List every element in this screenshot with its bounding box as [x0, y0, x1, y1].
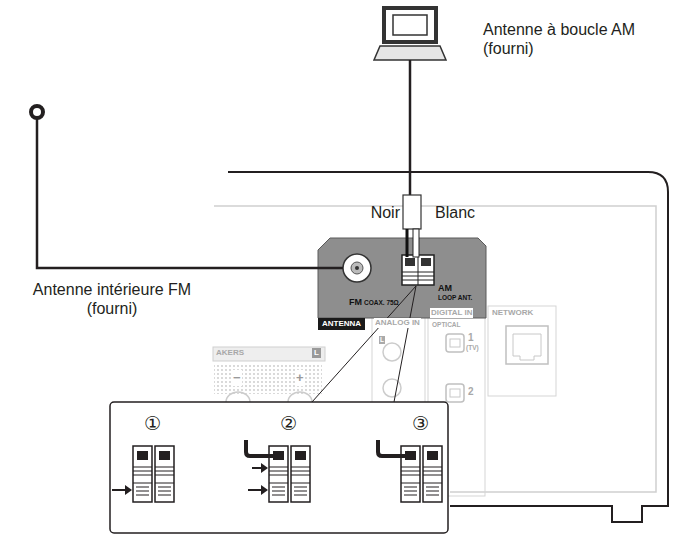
section-label: DIGITAL IN [430, 308, 473, 318]
port-number: 2 [468, 386, 474, 398]
fm-antenna-ring [31, 106, 43, 118]
optical-port [450, 339, 460, 347]
speaker-terminal [226, 392, 312, 402]
push-arrow [261, 485, 268, 495]
analog-jack [383, 343, 401, 361]
optical-port [446, 334, 464, 352]
antenna-wire [246, 440, 279, 456]
fm-antenna-cable [37, 119, 343, 268]
inset-box [110, 402, 448, 533]
push-arrow [125, 485, 132, 495]
callout-number: ① [144, 413, 161, 436]
black-wire [406, 229, 409, 257]
am-terminal [405, 258, 415, 266]
optical-port [450, 389, 460, 397]
wire-color: Noir [356, 203, 400, 222]
polarity-sign: − [232, 370, 242, 386]
push-arrow [112, 489, 126, 491]
am-loop-antenna [384, 8, 436, 42]
insert-arrow [261, 463, 268, 473]
port-number: 1 [468, 332, 474, 344]
white-wire [413, 229, 419, 257]
am-terminal [402, 255, 434, 285]
polarity-sign: + [295, 370, 305, 386]
optical-port [446, 384, 464, 402]
speaker-bar [213, 347, 325, 361]
antenna-panel [318, 238, 486, 318]
wire-color: Blanc [435, 203, 475, 222]
terminal-label: LOOP ANT. [438, 294, 472, 302]
fm-jack [355, 266, 359, 270]
insert-arrow [252, 467, 262, 469]
am-loop-stand [374, 46, 446, 60]
am-loop-antenna [393, 15, 427, 35]
section-label: AKERS [216, 348, 244, 358]
callout-number: ② [280, 413, 297, 436]
port-label: OPTICAL [432, 321, 461, 329]
jack-label: FM [349, 297, 362, 308]
callout-number: ③ [412, 413, 429, 436]
terminal-label: AM [438, 283, 452, 294]
push-arrow [248, 489, 262, 491]
section-label: NETWORK [492, 308, 533, 318]
antenna-name: Antenne intérieure FM (fourni) [12, 280, 212, 318]
channel-badge: L [312, 348, 321, 358]
am-antenna-cable [409, 60, 412, 196]
fm-jack [351, 262, 363, 274]
speaker-terminal-area [214, 364, 322, 394]
port-label: (TV) [466, 344, 479, 352]
am-terminal [421, 258, 431, 266]
jack-label: COAX. 75Ω [364, 299, 399, 307]
inset-leader [312, 286, 416, 402]
antenna-wire [378, 440, 411, 456]
am-terminal [402, 255, 434, 285]
am-cable-sheath [403, 195, 421, 229]
section-label: ANTENNA [318, 318, 365, 330]
antenna-name: Antenne à boucle AM (fourni) [483, 20, 658, 58]
section-label: ANALOG IN [374, 318, 421, 328]
network-port [513, 334, 541, 360]
fm-jack [343, 254, 371, 282]
channel-badge: L [379, 336, 385, 344]
spring-terminal [133, 446, 174, 502]
network-port [506, 326, 548, 364]
network-section [488, 306, 556, 396]
